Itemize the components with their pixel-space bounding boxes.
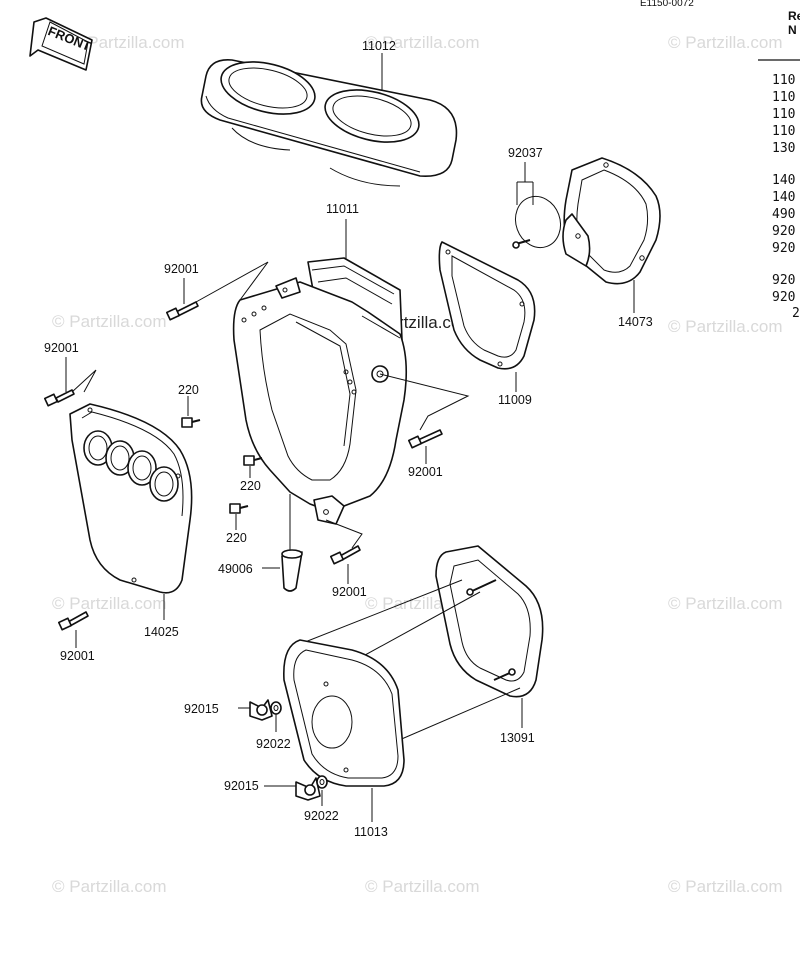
leader-line — [325, 519, 363, 549]
front-arrow: FRONT — [29, 17, 93, 71]
ref-heading: N — [788, 23, 797, 37]
callout-11011: 11011 — [326, 202, 359, 216]
ref-item: 130 — [772, 141, 795, 156]
cover-11013 — [283, 639, 405, 787]
ref-item: 110 — [772, 73, 795, 88]
ref-item: 140 — [772, 173, 795, 188]
leader-line — [195, 261, 269, 303]
callout-14073: 14073 — [618, 315, 653, 329]
callout-92001: 92001 — [60, 649, 95, 663]
watermark: © Partzilla.com — [52, 877, 167, 896]
ref-item: 140 — [772, 190, 795, 205]
assembly-line — [389, 687, 521, 745]
callout-11012: 11012 — [362, 39, 396, 53]
callout-14025: 14025 — [144, 625, 179, 639]
callout-92001: 92001 — [408, 465, 443, 479]
plate-14025 — [69, 403, 193, 594]
airbox-11011 — [232, 257, 408, 525]
watermark: © Partzilla.com — [365, 33, 480, 52]
assembly-line — [299, 579, 463, 645]
bolt-92001 — [43, 389, 75, 407]
callout-11009: 11009 — [498, 393, 532, 407]
ref-item: 920 — [772, 273, 795, 288]
assembly-line — [355, 591, 481, 661]
ref-item: 490 — [772, 207, 795, 222]
bolt-92001 — [165, 301, 199, 321]
ref-item: 110 — [772, 124, 795, 139]
drain-49006 — [281, 549, 303, 592]
watermark: © Partzilla.com — [52, 594, 167, 613]
watermark-layer: © Partzilla.com © Partzilla.com © Partzi… — [52, 33, 783, 896]
ref-item: 2 — [792, 306, 800, 321]
callout-220: 220 — [178, 383, 199, 397]
washer-92022 — [316, 775, 328, 789]
watermark: © Partzilla.com — [52, 312, 167, 331]
callout-92022: 92022 — [256, 737, 291, 751]
callout-92022: 92022 — [304, 809, 339, 823]
callout-92001: 92001 — [332, 585, 367, 599]
ref-item: 920 — [772, 241, 795, 256]
callout-11013: 11013 — [354, 825, 388, 839]
holder-13091 — [435, 545, 544, 698]
ref-item: 920 — [772, 290, 795, 305]
screw-220 — [181, 417, 201, 428]
bolt-92001 — [329, 545, 361, 565]
wingnut-92015 — [295, 777, 321, 801]
callout-92037: 92037 — [508, 146, 543, 160]
ref-item: 110 — [772, 90, 795, 105]
leader-line — [379, 373, 470, 431]
watermark: © Partzilla.com — [70, 33, 185, 52]
wingnut-92015 — [249, 699, 273, 721]
ref-item: 920 — [772, 224, 795, 239]
watermark: © Partzilla.com — [365, 877, 480, 896]
watermark: © Partzilla.com — [668, 877, 783, 896]
ref-item: 110 — [772, 107, 795, 122]
callout-49006: 49006 — [218, 562, 253, 576]
callout-220: 220 — [226, 531, 247, 545]
watermark: © Partzilla.com — [668, 594, 783, 613]
callout-92001: 92001 — [44, 341, 79, 355]
top-cover-11012 — [200, 59, 458, 187]
callout-92015: 92015 — [224, 779, 259, 793]
screw-220 — [243, 455, 263, 466]
watermark: © Partzilla.com — [668, 33, 783, 52]
bolt-92001 — [57, 611, 89, 631]
drawing-code: E1150-0072 — [640, 0, 694, 9]
washer-92022 — [270, 701, 282, 715]
callout-220: 220 — [240, 479, 261, 493]
leader-line — [516, 162, 534, 205]
leader-line — [71, 369, 97, 393]
watermark: © Partzilla.com — [668, 317, 783, 336]
callout-92015: 92015 — [184, 702, 219, 716]
bolt-92001 — [407, 429, 443, 449]
gasket-11009 — [438, 241, 536, 370]
clamp-92037 — [512, 195, 562, 249]
ref-heading: Re — [788, 9, 800, 23]
screw-220 — [229, 503, 249, 514]
boot-14073 — [562, 157, 661, 285]
ref-list: 110 110 110 110 130 140 140 490 920 920 … — [772, 73, 800, 321]
callout-92001: 92001 — [164, 262, 199, 276]
callout-13091: 13091 — [500, 731, 535, 745]
